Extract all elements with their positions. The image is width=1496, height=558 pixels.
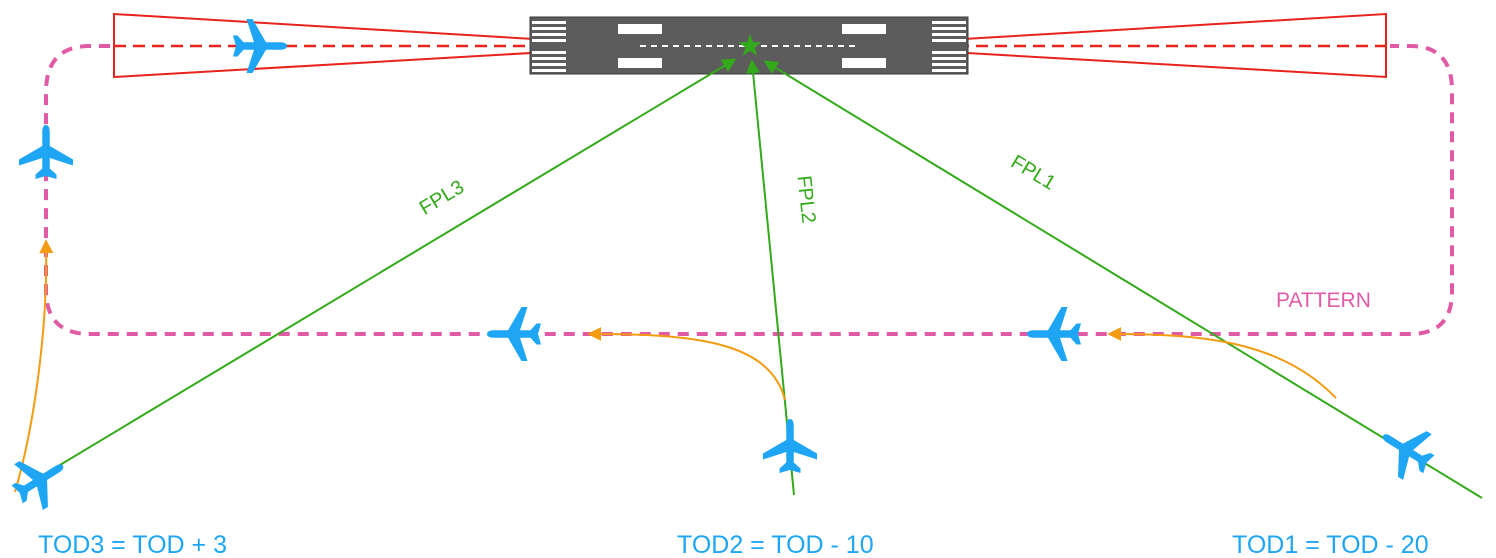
airplane-icon [487,307,541,361]
airplane-icon [1027,307,1081,361]
airplane-icon [19,125,73,179]
flight-plan-1-line [763,60,1483,499]
airplane-icon [1368,412,1444,488]
transition-path-1 [1107,327,1337,399]
fpl2-label: FPL2 [793,174,820,224]
fpl1-label: FPL1 [1007,151,1059,194]
star-icon [738,34,762,56]
flight-plan-3-line [34,58,737,481]
airplane-icon [233,19,287,73]
pattern-label: PATTERN [1276,289,1371,312]
tod1-label: TOD1 = TOD - 20 [1232,531,1429,558]
tod2-label: TOD2 = TOD - 10 [677,531,874,558]
airplane-icon [2,442,78,518]
transition-path-2 [587,327,786,401]
fpl3-label: FPL3 [416,176,468,219]
transition-path-3 [14,239,54,493]
tod3-label: TOD3 = TOD + 3 [38,531,227,558]
traffic-pattern-path [44,44,1454,336]
airplane-icon [763,419,817,473]
